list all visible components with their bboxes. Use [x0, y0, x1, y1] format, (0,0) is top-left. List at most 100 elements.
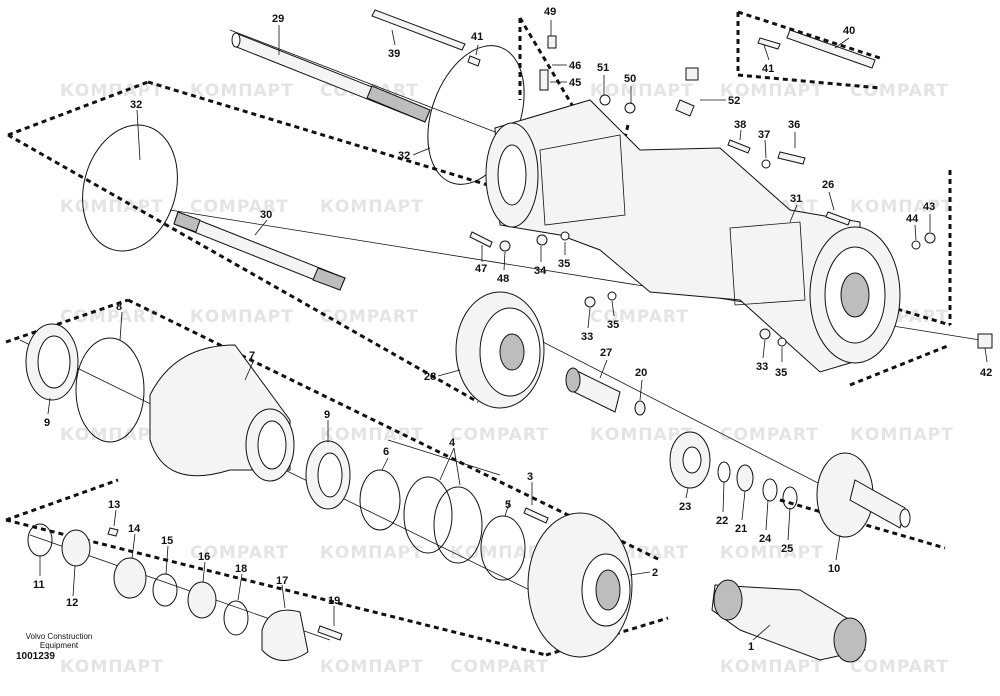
- callout-8: 8: [116, 301, 122, 313]
- callout-3: 3: [527, 471, 533, 483]
- callout-38: 38: [734, 119, 746, 131]
- callout-35: 35: [775, 367, 787, 379]
- watermark-text: КОМПАРТ: [320, 657, 424, 677]
- callout-10: 10: [828, 563, 840, 575]
- callout-21: 21: [735, 523, 747, 535]
- callout-9: 9: [324, 409, 330, 421]
- callout-15: 15: [161, 535, 173, 547]
- callout-30: 30: [260, 209, 272, 221]
- boundary-outer-rightline: [147, 80, 951, 327]
- watermark-row-5: COMPART КОМПАРТ КОМПАРТ COMPART КОМПАРТ: [190, 543, 824, 563]
- watermark-text: КОМПАРТ: [60, 81, 164, 101]
- sun-gear-27: [565, 367, 646, 416]
- maker-caption: Volvo Construction Equipment: [25, 632, 93, 650]
- callout-22: 22: [716, 515, 728, 527]
- watermark-text: COMPART: [190, 543, 289, 563]
- watermark-text: КОМПАРТ: [720, 657, 824, 677]
- callout-7: 7: [249, 350, 255, 362]
- watermark-text: COMPART: [450, 425, 549, 445]
- callout-5: 5: [505, 499, 511, 511]
- callout-51: 51: [597, 62, 609, 74]
- callout-1: 1: [748, 641, 754, 653]
- watermark-text: КОМПАРТ: [190, 81, 294, 101]
- callout-19: 19: [328, 595, 340, 607]
- callout-18: 18: [235, 563, 247, 575]
- callout-39: 39: [388, 48, 400, 60]
- watermark-text: КОМПАРТ: [450, 543, 554, 563]
- wheel-hub-2: [527, 512, 633, 658]
- callout-26: 26: [822, 179, 834, 191]
- o-ring-32-lower: [82, 124, 178, 252]
- callout-25: 25: [781, 543, 793, 555]
- watermark-text: COMPART: [850, 657, 949, 677]
- callout-11: 11: [33, 579, 45, 591]
- planet-carrier-10: [816, 452, 911, 538]
- bearing-9-right: [305, 440, 351, 510]
- callout-40: 40: [843, 25, 855, 37]
- watermark-text: КОМПАРТ: [60, 197, 164, 217]
- callout-6: 6: [383, 446, 389, 458]
- callout-32: 32: [130, 99, 142, 111]
- callout-20: 20: [635, 367, 647, 379]
- callout-12: 12: [66, 597, 78, 609]
- callout-37: 37: [758, 129, 770, 141]
- callout-9: 9: [44, 417, 50, 429]
- axle-housing-31: [485, 99, 901, 373]
- callout-35: 35: [607, 319, 619, 331]
- callout-34: 34: [534, 265, 547, 277]
- watermark-text: COMPART: [850, 81, 949, 101]
- leader-lines: [39, 20, 988, 641]
- watermark-text: COMPART: [320, 307, 419, 327]
- watermark-row-1: КОМПАРТ КОМПАРТ COMPART КОМПАРТ КОМПАРТ …: [60, 81, 949, 101]
- callout-50: 50: [624, 73, 636, 85]
- watermark-text: КОМПАРТ: [590, 81, 694, 101]
- watermark-text: КОМПАРТ: [720, 543, 824, 563]
- planet-gear-23: [669, 431, 711, 489]
- callout-4: 4: [449, 437, 456, 449]
- boundary-hub-top: [5, 298, 129, 344]
- callout-36: 36: [788, 119, 800, 131]
- boundary-breather-bottom: [737, 73, 881, 90]
- watermark-text: COMPART: [450, 657, 549, 677]
- watermark-text: КОМПАРТ: [590, 425, 694, 445]
- callout-labels: 29 39 41 49 46 45 51 50 52 40 41 32 32 3…: [33, 6, 992, 653]
- rings-4-5-6: [359, 469, 526, 581]
- watermark-text: КОМПАРТ: [320, 425, 424, 445]
- watermark-text: КОМПАРТ: [850, 425, 954, 445]
- callout-48: 48: [497, 273, 509, 285]
- watermark-text: COMPART: [720, 425, 819, 445]
- small-fasteners: [107, 9, 993, 537]
- boundary-breather-top: [737, 10, 881, 60]
- callout-46: 46: [569, 60, 581, 72]
- callout-43: 43: [923, 201, 935, 213]
- callout-42: 42: [980, 367, 992, 379]
- callout-33: 33: [581, 331, 593, 343]
- callout-41: 41: [762, 63, 774, 75]
- boundary-cap-line: [5, 518, 547, 657]
- needle-bearing-21: [736, 464, 754, 492]
- callout-45: 45: [569, 77, 581, 89]
- watermark-text: КОМПАРТ: [320, 543, 424, 563]
- cap-stack-11-to-19: [27, 523, 343, 661]
- washers-22-24-25: [717, 461, 798, 510]
- callout-32: 32: [398, 150, 410, 162]
- watermark-text: КОМПАРТ: [60, 657, 164, 677]
- callout-17: 17: [276, 575, 288, 587]
- drawing-number: 1001239: [16, 651, 55, 662]
- callout-35: 35: [558, 258, 570, 270]
- watermark-row-6: КОМПАРТ КОМПАРТ COMPART КОМПАРТ COMPART: [60, 657, 949, 677]
- watermark-text: COMPART: [590, 307, 689, 327]
- boundary-cap-top: [5, 478, 119, 522]
- axle-assembly-1-thumbnail: [711, 579, 867, 663]
- axle-shaft-29: [231, 32, 431, 123]
- callout-16: 16: [198, 551, 210, 563]
- callout-14: 14: [128, 523, 141, 535]
- watermark-text: КОМПАРТ: [60, 425, 164, 445]
- watermark-row-4: КОМПАРТ КОМПАРТ COMPART КОМПАРТ COMPART …: [60, 425, 954, 445]
- callout-41: 41: [471, 31, 483, 43]
- callout-13: 13: [108, 499, 120, 511]
- axle-shaft-30: [173, 211, 346, 291]
- watermark-layer: КОМПАРТ КОМПАРТ COMPART КОМПАРТ КОМПАРТ …: [60, 81, 954, 677]
